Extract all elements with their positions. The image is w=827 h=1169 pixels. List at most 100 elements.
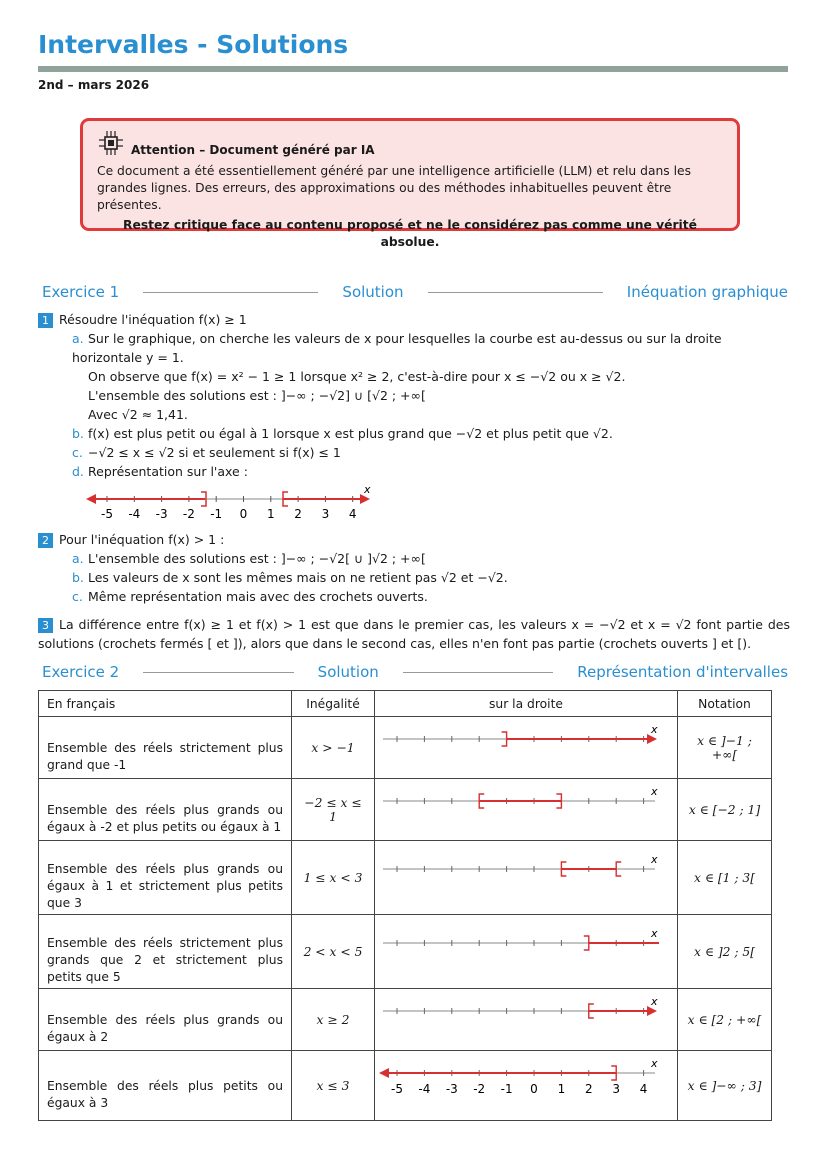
row-number-line: x (374, 840, 678, 915)
row-description: Ensemble des réels strictement plus gran… (38, 914, 292, 989)
question-number: 1 (38, 313, 53, 328)
row-notation: x ∈ [−2 ; 1] (677, 778, 772, 841)
warning-body: Ce document a été essentiellement généré… (97, 164, 691, 212)
axis-tick-label: 0 (240, 507, 248, 521)
question-1-prompt: Résoudre l'inéquation f(x) ≥ 1 (59, 312, 247, 327)
closed-bracket-left-part (201, 491, 207, 507)
row-description: Ensemble des réels plus petits ou égaux … (38, 1050, 292, 1121)
exercise2-label: Exercice 2 (42, 663, 120, 681)
axis-variable: x (650, 785, 658, 798)
exercise1-label: Exercice 1 (42, 283, 120, 301)
axis-tick-label: 1 (267, 507, 275, 521)
q1-answer-a: Sur le graphique, on cherche les valeurs… (72, 331, 722, 365)
open-bracket (615, 861, 622, 877)
exercise1-solution-label: Solution (342, 283, 404, 301)
row-description: Ensemble des réels plus grands ou égaux … (38, 988, 292, 1051)
axis-tick-label: -5 (391, 1082, 403, 1096)
row-description: Ensemble des réels strictement plus gran… (38, 716, 292, 779)
exercise2-topic: Représentation d'intervalles (577, 663, 789, 681)
row-number-line: x (374, 914, 678, 989)
exercise1-header: Exercice 1 Solution Inéquation graphique (42, 283, 788, 301)
q1-answer-d: Représentation sur l'axe : (88, 464, 248, 479)
axis-tick-label: -2 (183, 507, 195, 521)
row-description: Ensemble des réels plus grands ou égaux … (38, 840, 292, 915)
axis-tick-label: -3 (446, 1082, 458, 1096)
axis-tick-label: -2 (473, 1082, 485, 1096)
document-date: 2nd – mars 2026 (38, 78, 150, 92)
q1-answer-b: f(x) est plus petit ou égal à 1 lorsque … (88, 426, 613, 441)
row-number-line: x (374, 716, 678, 779)
axis-variable: x (650, 995, 658, 1008)
row-inequality: x ≥ 2 (291, 988, 375, 1051)
table-row: Ensemble des réels plus grands ou égaux … (38, 778, 772, 841)
open-bracket (501, 731, 508, 747)
row-notation: x ∈ [2 ; +∞[ (677, 988, 772, 1051)
table-row: Ensemble des réels strictement plus gran… (38, 716, 772, 779)
header-french: En français (38, 690, 292, 717)
axis-tick-label: 4 (640, 1082, 648, 1096)
left-arrow-icon (86, 494, 96, 504)
axis-variable: x (650, 1057, 658, 1070)
axis-tick-label: -3 (156, 507, 168, 521)
q1-answer-c: −√2 ≤ x ≤ √2 si et seulement si f(x) ≤ 1 (88, 445, 341, 460)
q2-answer-a: L'ensemble des solutions est : ]−∞ ; −√2… (88, 551, 426, 566)
row-notation: x ∈ ]−1 ; +∞[ (677, 716, 772, 779)
left-arrow-icon (379, 1068, 389, 1078)
question-2-prompt: Pour l'inéquation f(x) > 1 : (59, 532, 225, 547)
open-bracket (583, 935, 590, 951)
warning-emphasis: Restez critique face au contenu proposé … (123, 218, 697, 249)
axis-variable: x (650, 927, 658, 940)
table-row: Ensemble des réels plus grands ou égaux … (38, 988, 772, 1051)
table-header-row: En français Inégalité sur la droite Nota… (38, 690, 772, 717)
axis-tick-label: 3 (612, 1082, 620, 1096)
title-rule (38, 66, 788, 72)
table-row: Ensemble des réels plus grands ou égaux … (38, 840, 772, 915)
question-number: 3 (38, 618, 53, 633)
axis-tick-label: 2 (585, 1082, 593, 1096)
question-3-text: La différence entre f(x) ≥ 1 et f(x) > 1… (38, 617, 790, 651)
header-inequality: Inégalité (291, 690, 375, 717)
q2-answer-c: Même représentation mais avec des croche… (88, 589, 428, 604)
intervals-table: En français Inégalité sur la droite Nota… (38, 690, 772, 1121)
page-title: Intervalles - Solutions (38, 30, 349, 59)
axis-tick-label: -1 (210, 507, 222, 521)
closed-bracket (611, 1065, 617, 1081)
row-number-line: x (374, 778, 678, 841)
right-arrow-icon (647, 1006, 657, 1016)
right-arrow-icon (647, 734, 657, 744)
exercise2-header: Exercice 2 Solution Représentation d'int… (42, 663, 788, 681)
axis-variable: x (363, 484, 371, 496)
row-inequality: x > −1 (291, 716, 375, 779)
row-notation: x ∈ [1 ; 3[ (677, 840, 772, 915)
closed-bracket-right-part (282, 491, 288, 507)
axis-tick-label: 1 (558, 1082, 566, 1096)
closed-bracket (556, 793, 563, 809)
axis-tick-label: 0 (530, 1082, 538, 1096)
header-notation: Notation (677, 690, 772, 717)
number-line: x (383, 995, 658, 1019)
warning-header: Attention – Document généré par IA (97, 129, 723, 157)
axis-tick-label: 3 (322, 507, 330, 521)
closed-bracket (478, 793, 485, 809)
row-description: Ensemble des réels plus grands ou égaux … (38, 778, 292, 841)
table-row: Ensemble des réels strictement plus gran… (38, 914, 772, 989)
row-notation: x ∈ ]−∞ ; 3] (677, 1050, 772, 1121)
chip-icon (99, 131, 123, 155)
q1-answer-a-line2: On observe que f(x) = x² − 1 ≥ 1 lorsque… (88, 369, 626, 384)
warning-title: Attention – Document généré par IA (131, 143, 375, 157)
right-arrow-icon (360, 494, 370, 504)
ai-warning-box: Attention – Document généré par IA Ce do… (80, 118, 740, 249)
row-inequality: x ≤ 3 (291, 1050, 375, 1121)
q1-answer-a-solution-set: L'ensemble des solutions est : ]−∞ ; −√2… (88, 388, 426, 403)
row-notation: x ∈ ]2 ; 5[ (677, 914, 772, 989)
number-line: x (383, 723, 658, 747)
axis-variable: x (650, 723, 658, 736)
row-inequality: 1 ≤ x < 3 (291, 840, 375, 915)
closed-bracket (588, 1003, 594, 1019)
axis-tick-label: 4 (349, 507, 357, 521)
